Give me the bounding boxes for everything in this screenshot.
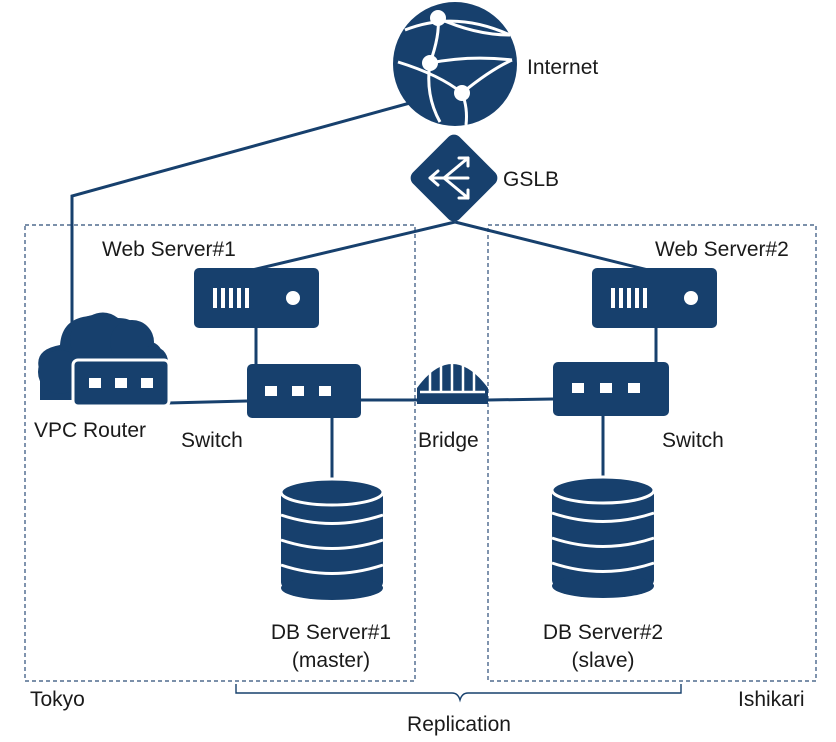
db-server-2-label: DB Server#2 <box>543 621 663 644</box>
globe-network-icon <box>393 2 517 126</box>
replication-label: Replication <box>407 713 511 736</box>
link-gslb-web2 <box>454 220 649 272</box>
web-server-2-icon <box>592 268 717 328</box>
switch-2-icon <box>553 362 669 416</box>
web-server-2-label: Web Server#2 <box>655 238 789 261</box>
zone-ishikari <box>487 224 817 682</box>
database-1-icon <box>279 477 385 600</box>
load-balancer-icon <box>410 134 498 222</box>
web-server-1-icon <box>194 268 319 328</box>
link-internet-vpc-router <box>70 101 411 325</box>
zone-ishikari-label: Ishikari <box>738 688 805 711</box>
switch-1-icon <box>247 364 361 418</box>
web-server-1-label: Web Server#1 <box>102 238 236 261</box>
switch-1-label: Switch <box>181 429 243 452</box>
bridge-label: Bridge <box>418 429 479 452</box>
db-server-1-label: DB Server#1 <box>271 621 391 644</box>
link-bridge-switch2 <box>487 397 554 402</box>
replication-brace <box>235 684 682 703</box>
link-vpc-switch1 <box>167 399 248 405</box>
db-server-1-role: (master) <box>292 649 370 672</box>
gslb-label: GSLB <box>503 168 559 191</box>
db-server-2-role: (slave) <box>571 649 634 672</box>
internet-label: Internet <box>527 56 598 79</box>
switch-2-label: Switch <box>662 429 724 452</box>
bridge-icon <box>417 361 488 404</box>
link-gslb-web1 <box>251 220 456 272</box>
vpc-router-label: VPC Router <box>34 419 146 442</box>
connections <box>70 101 658 488</box>
zone-tokyo-label: Tokyo <box>30 688 85 711</box>
cloud-router-icon <box>38 312 171 408</box>
zone-tokyo <box>24 224 416 682</box>
database-2-icon <box>550 475 656 598</box>
